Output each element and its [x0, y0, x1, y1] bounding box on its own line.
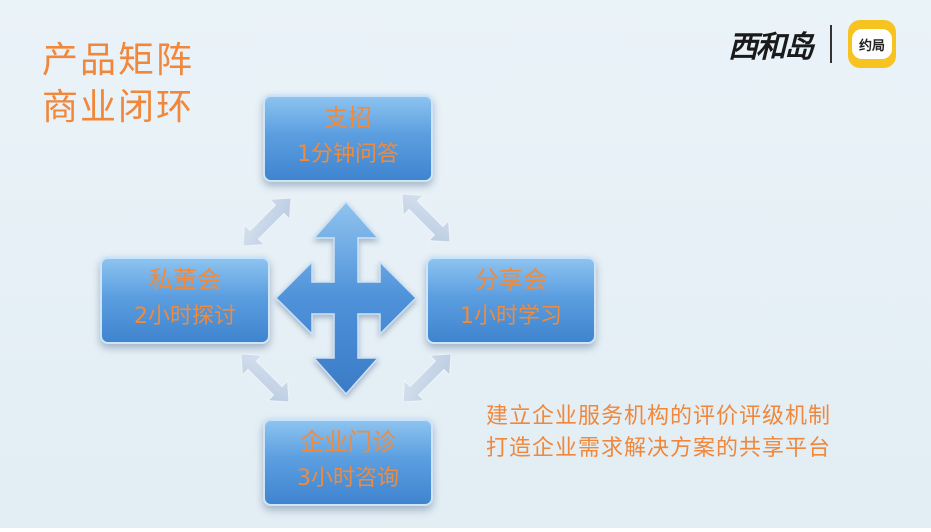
four-way-arrow-icon	[274, 200, 418, 396]
yueju-logo-icon: 约局	[848, 20, 896, 68]
brand-divider	[830, 25, 832, 63]
note-line2: 打造企业需求解决方案的共享平台	[486, 436, 832, 461]
brand-header: 西和岛 约局	[728, 20, 896, 68]
node-zhizhao-desc: 1分钟问答	[297, 142, 399, 167]
note-line1: 建立企业服务机构的评价评级机制	[486, 404, 832, 429]
node-zhizhao-name: 支招	[324, 104, 372, 132]
brand-logo-wordmark: 西和岛	[728, 30, 814, 65]
arrow-top-right-icon	[401, 193, 451, 243]
node-fenxianghui: 分享会 1小时学习	[426, 256, 596, 344]
node-qiyemenzhen-name: 企业门诊	[300, 428, 396, 456]
node-sidonghui-desc: 2小时探讨	[134, 304, 236, 329]
node-fenxianghui-desc: 1小时学习	[460, 304, 562, 329]
node-sidonghui-name: 私董会	[149, 266, 221, 294]
arrow-bottom-right-icon	[402, 353, 452, 403]
slide-title-line1: 产品矩阵	[42, 40, 195, 81]
node-qiyemenzhen-desc: 3小时咨询	[297, 466, 399, 491]
arrow-top-left-icon	[242, 197, 292, 247]
arrow-bottom-left-icon	[240, 353, 290, 403]
yueju-logo-text: 约局	[852, 29, 892, 59]
slide-title-line2: 商业闭环	[42, 87, 195, 128]
node-qiyemenzhen: 企业门诊 3小时咨询	[263, 418, 433, 506]
node-fenxianghui-name: 分享会	[475, 266, 547, 294]
node-sidonghui: 私董会 2小时探讨	[100, 256, 270, 344]
node-zhizhao: 支招 1分钟问答	[263, 94, 433, 182]
